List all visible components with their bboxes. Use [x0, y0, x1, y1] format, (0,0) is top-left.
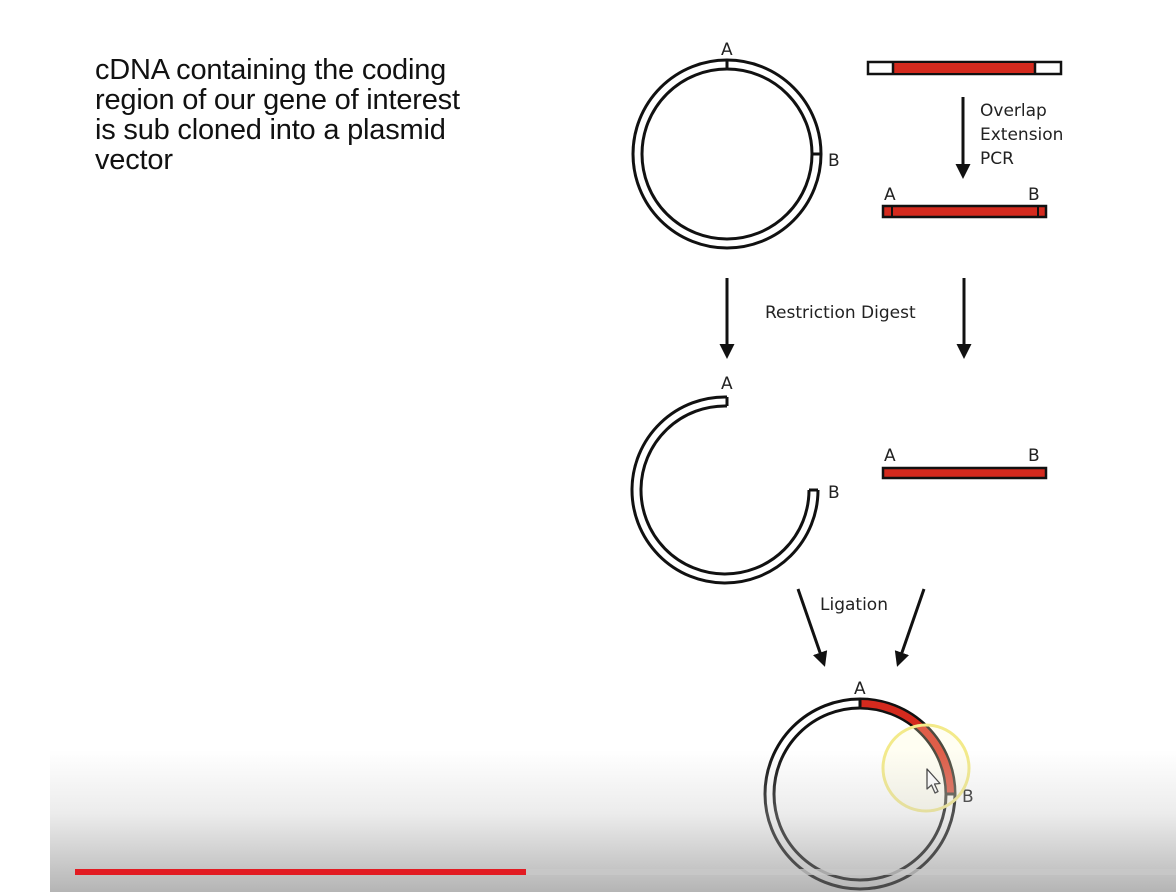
ligation-label: Ligation [820, 595, 888, 615]
video-progress-fill [75, 869, 527, 875]
overlap-label-line3: PCR [980, 149, 1014, 169]
pcr-site-b-label: B [1028, 185, 1040, 205]
intro-line: is sub cloned into a plasmid [95, 114, 446, 146]
intro-line: vector [95, 144, 173, 176]
plasmid-vector [631, 58, 823, 250]
cut-site-b-label: B [828, 483, 840, 503]
insert-site-b-label: B [1028, 446, 1040, 466]
pcr-product [881, 204, 1048, 219]
overlap-label-line2: Extension [980, 125, 1063, 145]
cursor-highlight [881, 723, 971, 813]
ligation-arrow-right [894, 588, 926, 667]
overlap-label-line1: Overlap [980, 101, 1047, 121]
cut-plasmid [630, 395, 820, 585]
digested-insert [881, 466, 1048, 480]
pcr-site-a-label: A [884, 185, 896, 205]
intro-line: region of our gene of interest [95, 84, 460, 116]
cdna-fragment [866, 60, 1063, 76]
plasmid-site-b-label: B [828, 151, 840, 171]
video-progress-bar[interactable] [75, 869, 1176, 875]
slide-intro-text: cDNA containing the coding region of our… [95, 55, 565, 175]
insert-site-a-label: A [884, 446, 896, 466]
restriction-digest-label: Restriction Digest [765, 303, 916, 323]
ligation-arrow-left [796, 588, 828, 667]
recombinant-site-a-label: A [854, 679, 866, 699]
intro-line: cDNA containing the coding [95, 54, 447, 86]
cut-site-a-label: A [721, 374, 733, 394]
plasmid-site-a-label: A [721, 40, 733, 60]
